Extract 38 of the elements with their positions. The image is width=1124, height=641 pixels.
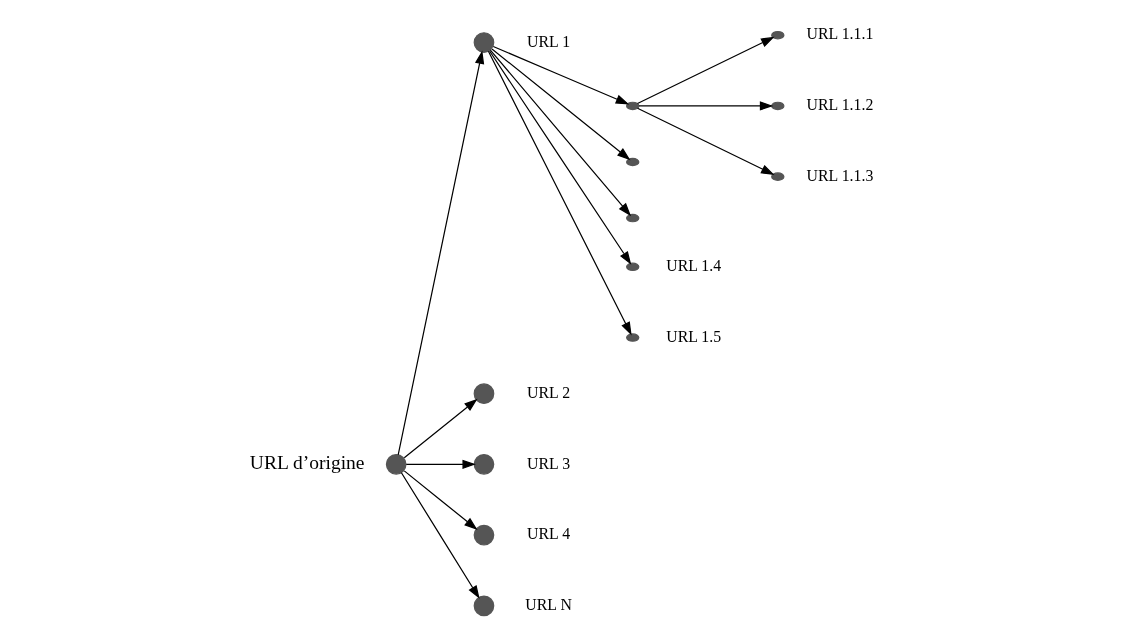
arrow xyxy=(397,50,485,456)
node-label: URL 3 xyxy=(527,454,571,472)
node-circle xyxy=(626,333,640,342)
arrow xyxy=(405,459,476,470)
node-circle xyxy=(626,262,640,272)
node-label: URL 1.4 xyxy=(666,257,722,274)
node-circle xyxy=(771,172,785,181)
node-label: URL 1.1.1 xyxy=(806,25,874,43)
arrow xyxy=(400,472,480,599)
arrow xyxy=(489,50,632,265)
node-label: URL 4 xyxy=(527,525,571,543)
node-label: URL 1.1.2 xyxy=(806,96,874,114)
node-circle xyxy=(626,213,640,223)
node-circle xyxy=(626,101,640,111)
node-circle xyxy=(473,383,495,405)
node-label: URL 1 xyxy=(527,32,571,50)
node-circle xyxy=(473,454,495,475)
arrow xyxy=(489,49,632,217)
node-circle xyxy=(473,595,495,617)
arrow xyxy=(638,101,774,111)
node-circle xyxy=(771,101,785,111)
node-circle xyxy=(385,454,407,475)
arrow xyxy=(636,36,775,105)
node-label: URL 1.5 xyxy=(666,327,722,345)
node-label: URL 1.1.3 xyxy=(806,166,874,184)
arrow xyxy=(636,107,775,175)
arrow xyxy=(487,50,632,336)
node-circle xyxy=(771,30,785,40)
arrow xyxy=(403,398,478,459)
node-circle xyxy=(473,32,495,53)
node-label: URL N xyxy=(525,595,572,613)
node-circle xyxy=(473,524,495,546)
arrow xyxy=(491,48,631,161)
node-circle xyxy=(626,157,640,167)
arrow xyxy=(403,470,478,530)
node-label: URL d’origine xyxy=(249,452,365,473)
node-label: URL 2 xyxy=(527,383,571,401)
arrow xyxy=(492,45,630,105)
